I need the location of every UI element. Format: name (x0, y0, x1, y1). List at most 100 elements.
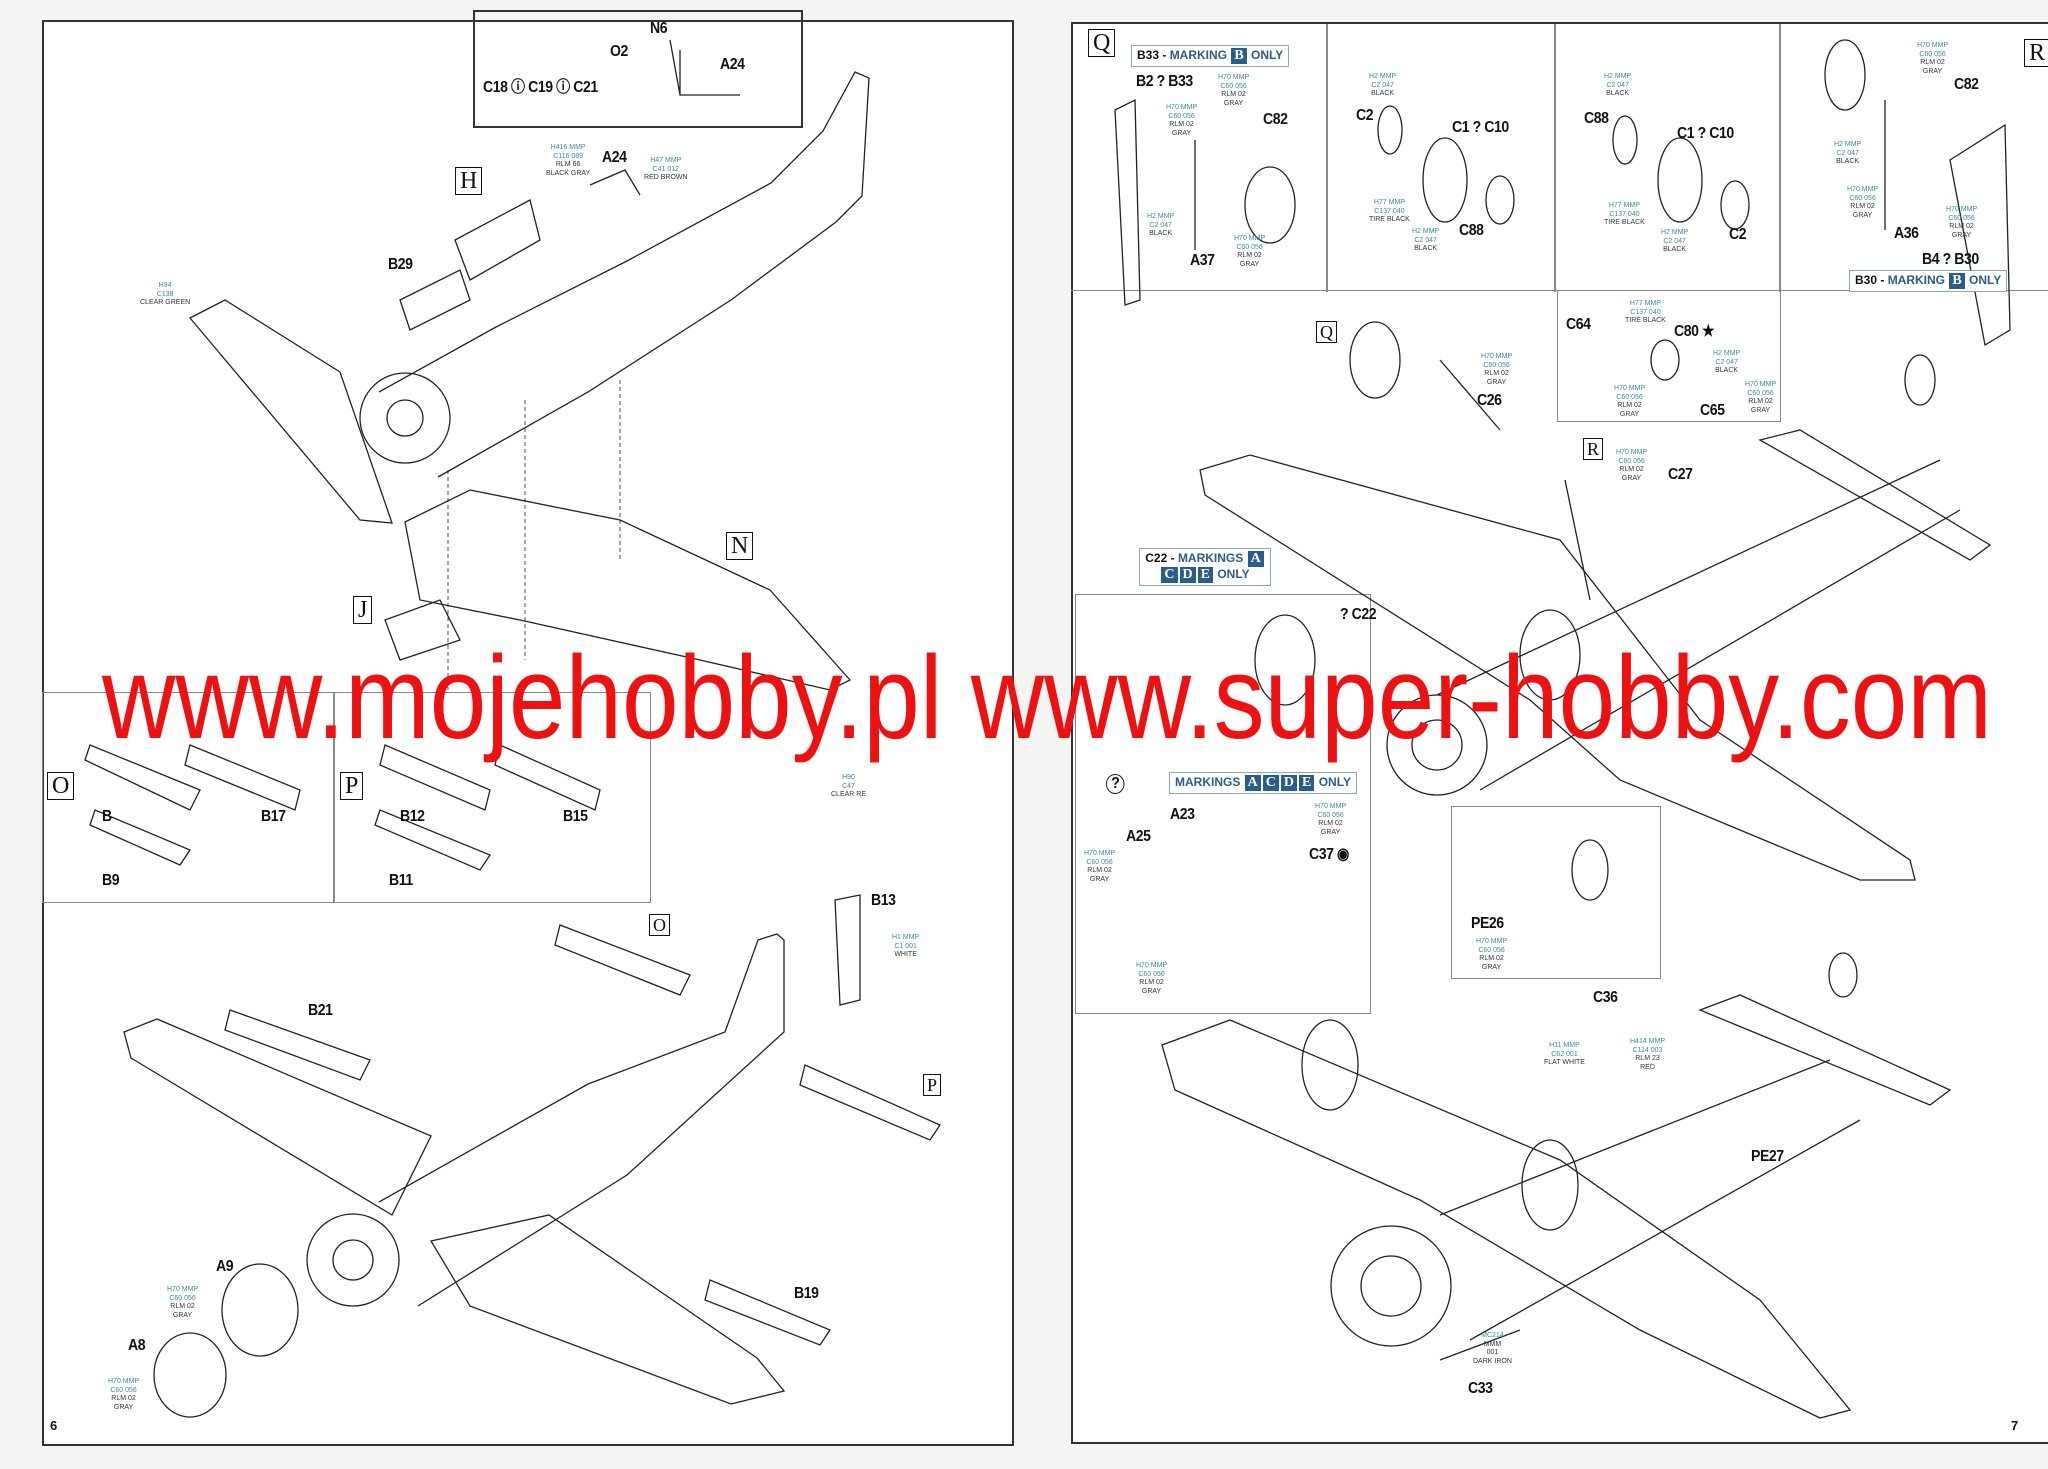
part-label-c36: C36 (1593, 989, 1618, 1006)
paint-code-line: C1 001 (894, 942, 917, 950)
paint-code-line: GRAY (1239, 260, 1260, 268)
paint-code-line: C60 056 (169, 1294, 196, 1302)
paint-code-line: H70 MMP (1234, 235, 1266, 242)
paint-code-line: H2 MMP (1412, 228, 1440, 235)
paint-code-line: H2 MMP (1713, 350, 1741, 357)
flap-parts-drawing (84, 744, 601, 871)
step-q-ref: Q (1316, 321, 1337, 343)
paint-code-line: C62 001 (1551, 1050, 1578, 1058)
part-label-b2-b33: B2 ? B33 (1136, 73, 1193, 90)
paint-code-line: H70 MMP (1847, 186, 1879, 193)
paint-code-line: RED (1640, 1063, 1655, 1071)
paint-code-line: H70 MMP (108, 1378, 140, 1385)
marking-note-b33: B33 - MARKING B ONLY (1131, 45, 1290, 67)
paint-code-line: BLACK (1836, 158, 1860, 165)
c19: C19 (528, 79, 553, 96)
marking-part: C22 - (1145, 551, 1178, 565)
paint-code-line: C60 056 (1478, 946, 1505, 954)
paint-code-line: C2 047 (1414, 236, 1437, 244)
paint-code-line: RLM 02 (1318, 820, 1343, 827)
part-label-c26: C26 (1477, 392, 1502, 409)
part-label-b: B (102, 808, 112, 825)
aircraft-drawing-final (1161, 839, 1952, 1419)
paint-code-line: BLACK (1414, 245, 1438, 252)
paint-code-line: H2 MMP (1369, 73, 1397, 80)
paint-code-line: H94 (158, 282, 172, 289)
paint-code-line: C60 056 (1138, 970, 1165, 978)
part-label-a8: A8 (128, 1337, 146, 1354)
paint-code-line: C60 056 (1616, 393, 1643, 401)
marking-letter-badge: B (1231, 48, 1247, 64)
paint-code-line: GRAY (1320, 828, 1341, 836)
marking-part: B30 - (1855, 273, 1888, 287)
paint-code-line: C2 047 (1371, 81, 1394, 89)
paint-code-line: WHITE (894, 951, 917, 958)
aircraft-drawing-step-q (1199, 429, 1992, 881)
paint-code-line: MC214 (1481, 1332, 1504, 1339)
paint-code-line: RLM 02 (1949, 223, 1974, 230)
part-label-c80: C80 ★ (1674, 323, 1715, 340)
paint-code-line: H70 MMP (1614, 385, 1646, 392)
paint-code-line: BLACK (1663, 246, 1687, 253)
step-p-header: P (340, 772, 364, 800)
paint-code-line: RLM 66 (555, 161, 581, 168)
part-label-c33: C33 (1468, 1380, 1493, 1397)
step-j: J (353, 596, 373, 624)
right-page (1071, 22, 2048, 1444)
aircraft-drawing-step-op (123, 894, 941, 1418)
marking-letter-badge: D (1280, 775, 1298, 791)
part-label-a24-inset: A24 (720, 56, 745, 73)
paint-code-line: C114 003 (1632, 1046, 1663, 1054)
step-h: H (455, 167, 483, 195)
paint-code-line: C60 056 (1236, 243, 1263, 251)
part-label-b29: B29 (388, 256, 413, 273)
paint-code-line: BLACK GRAY (546, 169, 591, 177)
paint-code-line: GRAY (113, 1403, 134, 1411)
part-label-a36: A36 (1894, 225, 1919, 242)
aircraft-drawing-step-h (188, 39, 870, 691)
part-label-c65: C65 (1700, 402, 1725, 419)
paint-code-line: H70 MMP (1917, 42, 1949, 49)
step-o-p-box (42, 692, 651, 903)
part-label-a9: A9 (216, 1258, 234, 1275)
marking-word: MARKINGS (1175, 775, 1244, 789)
paint-code-line: GRAY (1619, 410, 1640, 418)
paint-code-line: FLAT WHITE (1544, 1059, 1585, 1066)
part-label-b9: B9 (102, 872, 120, 889)
paint-code-line: C2 047 (1836, 149, 1859, 157)
paint-code-line: H2 MMP (1147, 213, 1175, 220)
paint-code-line: RLM 02 (1617, 402, 1642, 409)
paint-code-line: RLM 02 (1748, 398, 1773, 405)
paint-code-line: 001 (1486, 1349, 1499, 1356)
paint-code-line: H77 MMP (1373, 199, 1405, 206)
panel-divider (1326, 24, 1328, 292)
paint-code-line: GRAY (1223, 99, 1244, 107)
marking-suffix: ONLY (1315, 775, 1351, 789)
paint-code-line: H90 (842, 774, 855, 781)
step-r: R (2024, 39, 2048, 67)
paint-code-line: CLEAR RE (831, 791, 867, 798)
marking-word: MARKINGS (1177, 551, 1247, 565)
step-q: Q (1088, 29, 1116, 57)
paint-code-line: RLM 02 (111, 1395, 136, 1402)
paint-code-line: C137 040 (1630, 308, 1661, 316)
